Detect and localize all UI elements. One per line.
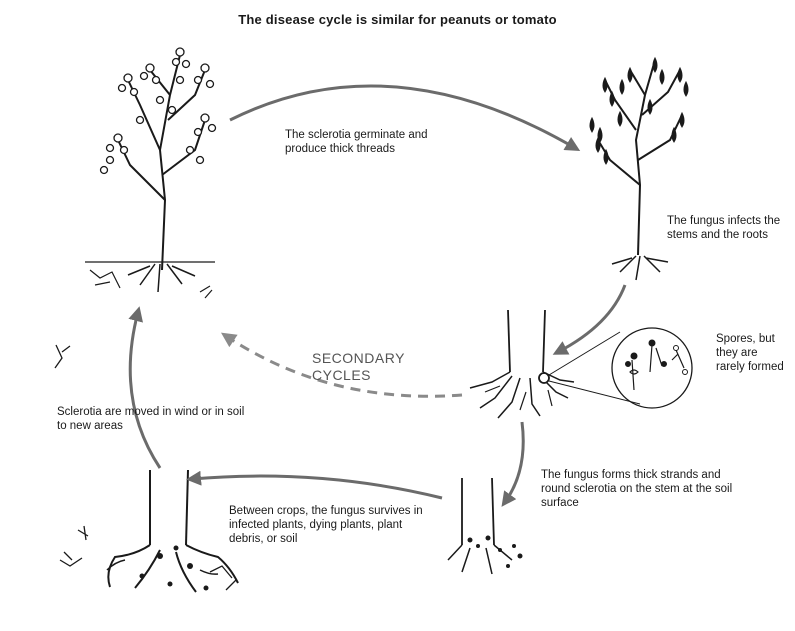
caption-germinate: The sclerotia germinate and produce thic… — [285, 128, 460, 156]
arrow-moved — [130, 312, 160, 468]
dying-plant-base-illustration — [60, 470, 238, 592]
diagram-title: The disease cycle is similar for peanuts… — [0, 12, 795, 27]
healthy-plant-illustration — [85, 48, 216, 298]
caption-moved: Sclerotia are moved in wind or in soil t… — [57, 405, 257, 433]
infected-plant-illustration — [590, 58, 688, 280]
infected-stem-base-illustration — [470, 310, 574, 418]
debris-sprig-illustration — [55, 345, 70, 368]
secondary-cycles-label: SECONDARY CYCLES — [312, 350, 432, 384]
caption-strands: The fungus forms thick strands and round… — [541, 468, 741, 510]
caption-infects: The fungus infects the stems and the roo… — [667, 214, 787, 242]
arrow-strands — [505, 422, 523, 502]
arrow-survives — [192, 476, 442, 498]
caption-spores: Spores, but they are rarely formed — [716, 332, 788, 374]
arrow-infects — [558, 285, 625, 352]
caption-survives: Between crops, the fungus survives in in… — [229, 504, 439, 546]
spores-magnifier-illustration — [549, 328, 692, 408]
